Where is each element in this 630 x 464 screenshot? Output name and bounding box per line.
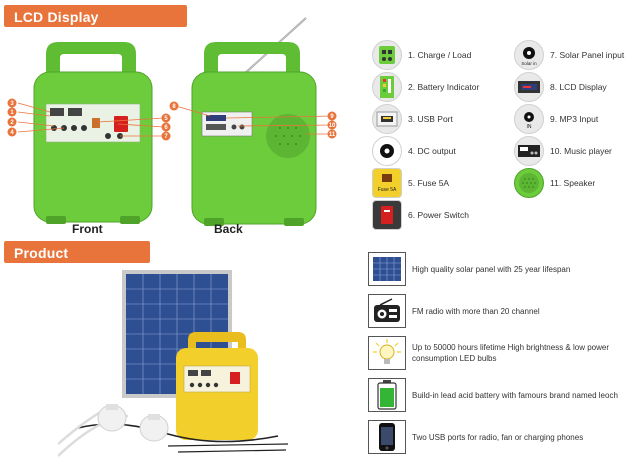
- callout-1: 1: [7, 107, 17, 117]
- mp3-input-icon: IN: [514, 104, 544, 134]
- feature-fm-radio: FM radio with more than 20 channel: [368, 294, 630, 328]
- callout-4: 4: [7, 127, 17, 137]
- svg-text:6: 6: [164, 125, 168, 131]
- legend-label: 10. Music player: [550, 146, 612, 156]
- product-section-title: Product Overviews: [4, 241, 150, 277]
- feature-text: Build-in lead acid battery with famours …: [412, 390, 618, 400]
- callout-2: 2: [7, 117, 17, 127]
- svg-text:7: 7: [164, 134, 168, 140]
- solar-input-icon: Solar in: [514, 40, 544, 70]
- callout-3: 3: [7, 98, 17, 108]
- legend-item-speaker: 11. Speaker: [514, 168, 595, 198]
- phone-icon: [368, 420, 406, 454]
- legend-label: 4. DC output: [408, 146, 456, 156]
- svg-text:11: 11: [329, 132, 336, 138]
- svg-text:3: 3: [10, 101, 14, 107]
- feature-battery: Build-in lead acid battery with famours …: [368, 378, 630, 412]
- usb-port-icon: [372, 104, 402, 134]
- battery-icon: [368, 378, 406, 412]
- legend-label: 3. USB Port: [408, 114, 453, 124]
- music-player-icon: [514, 136, 544, 166]
- legend-item-lcd-display: 8. LCD Display: [514, 72, 607, 102]
- feature-text: Two USB ports for radio, fan or charging…: [412, 432, 584, 442]
- charge-load-icon: [372, 40, 402, 70]
- battery-indicator-icon: [372, 72, 402, 102]
- feature-text: FM radio with more than 20 channel: [412, 306, 540, 316]
- legend-label: 9. MP3 Input: [550, 114, 599, 124]
- legend-item-solar-input: Solar in 7. Solar Panel input: [514, 40, 624, 70]
- feature-usb-ports: Two USB ports for radio, fan or charging…: [368, 420, 630, 454]
- fuse-thumb-text: Fuse 5A: [378, 187, 397, 193]
- back-device-image: [175, 17, 335, 226]
- legend-item-battery-indicator: 2. Battery Indicator: [372, 72, 479, 102]
- radio-icon: [368, 294, 406, 328]
- feature-solar-panel: High quality solar panel with 25 year li…: [368, 252, 630, 286]
- svg-text:9: 9: [330, 114, 334, 120]
- callout-7: 7: [161, 131, 171, 141]
- lcd-section-title: LCD Display Information: [4, 5, 187, 41]
- legend-label: 5. Fuse 5A: [408, 178, 450, 188]
- legend-item-dc-output: 4. DC output: [372, 136, 456, 166]
- legend-label: 6. Power Switch: [408, 210, 469, 220]
- front-caption: Front: [72, 222, 103, 236]
- callout-9: 9: [327, 111, 337, 121]
- svg-text:10: 10: [329, 123, 336, 129]
- callout-5: 5: [161, 113, 171, 123]
- legend-item-music-player: 10. Music player: [514, 136, 612, 166]
- dc-output-icon: [372, 136, 402, 166]
- legend-label: 7. Solar Panel input: [550, 50, 625, 60]
- legend-label: 8. LCD Display: [550, 82, 607, 92]
- product-overview-image: [58, 270, 289, 457]
- speaker-icon: [514, 168, 544, 198]
- legend-label: 1. Charge / Load: [408, 50, 472, 60]
- feature-text: Up to 50000 hours lifetime High brightne…: [412, 343, 609, 363]
- feature-text: High quality solar panel with 25 year li…: [412, 264, 571, 274]
- callout-10: 10: [327, 120, 337, 130]
- svg-text:4: 4: [10, 130, 14, 136]
- mp3-thumb-text: IN: [527, 124, 532, 130]
- legend-item-mp3-input: IN 9. MP3 Input: [514, 104, 598, 134]
- led-bulb-icon: [368, 336, 406, 370]
- power-switch-icon: [372, 200, 402, 230]
- feature-led-bulbs: Up to 50000 hours lifetime High brightne…: [368, 336, 630, 370]
- svg-text:8: 8: [172, 104, 176, 110]
- legend-label: 2. Battery Indicator: [408, 82, 480, 92]
- callout-8: 8: [169, 101, 179, 111]
- back-caption: Back: [214, 222, 243, 236]
- callout-6: 6: [161, 122, 171, 132]
- lcd-display-icon: [514, 72, 544, 102]
- solar-thumb-text: Solar in: [521, 61, 537, 66]
- legend-item-charge-load: 1. Charge / Load: [372, 40, 471, 70]
- fuse-icon: Fuse 5A: [372, 168, 402, 198]
- svg-text:5: 5: [164, 116, 168, 122]
- front-device-image: [17, 42, 165, 224]
- legend-item-fuse: Fuse 5A 5. Fuse 5A: [372, 168, 449, 198]
- legend-item-power-switch: 6. Power Switch: [372, 200, 469, 230]
- callout-11: 11: [327, 129, 337, 139]
- svg-text:1: 1: [10, 110, 14, 116]
- solar-panel-icon: [368, 252, 406, 286]
- svg-text:2: 2: [10, 120, 14, 126]
- legend-label: 11. Speaker: [550, 178, 596, 188]
- legend-item-usb-port: 3. USB Port: [372, 104, 453, 134]
